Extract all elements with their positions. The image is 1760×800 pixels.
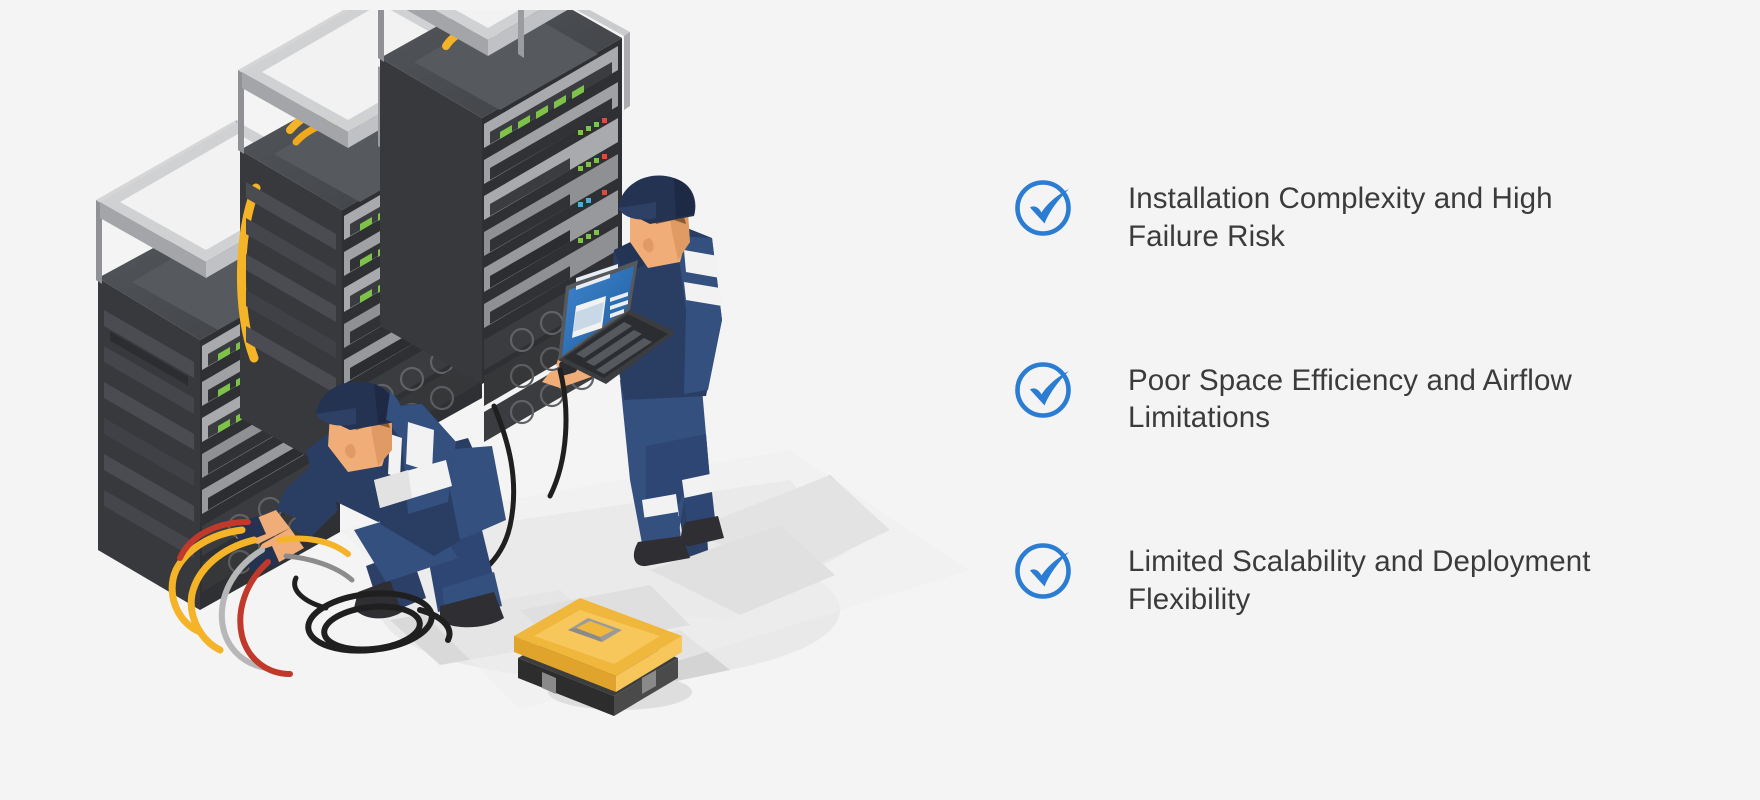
benefits-list: Installation Complexity and High Failure… — [1012, 178, 1632, 619]
hand-cables — [168, 519, 355, 677]
circle-check-icon — [1012, 354, 1080, 422]
server-room-illustration — [90, 10, 970, 790]
kneeling-technician-with-cables — [235, 381, 506, 628]
list-item-label: Installation Complexity and High Failure… — [1128, 182, 1553, 253]
rack-left-side-shelves — [104, 310, 194, 558]
rack-right-frame — [378, 10, 630, 110]
standing-technician-with-laptop — [542, 175, 724, 567]
list-item-label: Limited Scalability and Deployment Flexi… — [1128, 545, 1591, 616]
coiled-black-cable — [292, 575, 453, 654]
circle-check-icon — [1012, 535, 1080, 603]
list-item: Installation Complexity and High Failure… — [1012, 178, 1632, 256]
list-item-label: Poor Space Efficiency and Airflow Limita… — [1128, 363, 1572, 435]
server-rack-right — [378, 10, 630, 442]
toolbox — [514, 598, 692, 716]
laptop — [558, 260, 676, 384]
list-item: Limited Scalability and Deployment Flexi… — [1012, 541, 1632, 619]
circle-check-icon — [1012, 172, 1080, 240]
list-item: Poor Space Efficiency and Airflow Limita… — [1012, 360, 1632, 438]
